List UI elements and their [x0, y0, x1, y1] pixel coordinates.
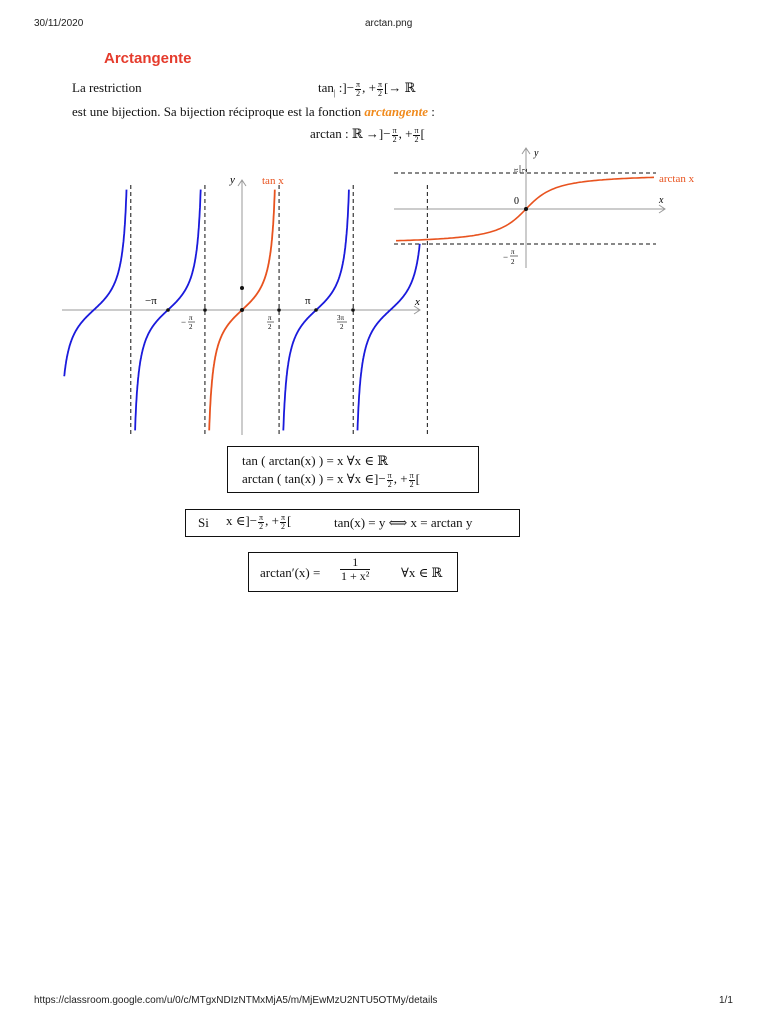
- print-url: https://classroom.google.com/u/0/c/MTgxN…: [34, 995, 438, 1006]
- tan-tick-minus-half-pi: [203, 308, 207, 312]
- svg-text:2: 2: [268, 323, 272, 331]
- arctan-label-half-pi: π 2: [512, 165, 529, 173]
- page-title: Arctangente: [104, 50, 192, 67]
- bijection-sentence: est une bijection. Sa bijection réciproq…: [72, 104, 435, 119]
- tan-origin-point: [240, 308, 244, 312]
- svg-text:−: −: [181, 317, 186, 327]
- tan-tick-label-minus-half-pi: − π 2: [181, 314, 195, 331]
- svg-text:π: π: [268, 314, 272, 322]
- tan-branch-4: [356, 243, 421, 431]
- arctan-label-minus-half-pi: − π 2: [503, 248, 518, 266]
- svg-text:π: π: [189, 314, 193, 322]
- arctan-origin-label: 0: [514, 196, 519, 207]
- svg-text:2: 2: [340, 323, 344, 331]
- tan-x-label: x: [414, 296, 420, 308]
- tan-tick-half-pi: [277, 308, 281, 312]
- tan-tick-three-half-pi: [351, 308, 355, 312]
- arctan-x-arrow: [658, 204, 666, 214]
- tan-tick-label-minus-pi: −π: [145, 295, 157, 307]
- tan-tick-label-three-half-pi: 3π 2: [337, 314, 347, 331]
- svg-text:2: 2: [189, 323, 193, 331]
- arctan-origin-point: [524, 207, 528, 211]
- print-filename: arctan.png: [365, 18, 413, 29]
- svg-text:3π: 3π: [337, 314, 345, 322]
- identity-tan-arctan: tan ( arctan(x) ) = x ∀x ∈ ℝ: [242, 453, 389, 468]
- tan-tick-pi: [314, 308, 318, 312]
- tan-point-y1: [240, 286, 244, 290]
- tan-y-label: y: [229, 174, 235, 186]
- tan-tick-minus-pi: [166, 308, 170, 312]
- derivative-rhs: ∀x ∈ ℝ: [401, 565, 443, 580]
- tan-tick-label-pi: π: [305, 295, 311, 307]
- svg-text:−: −: [503, 252, 508, 262]
- svg-text:π: π: [512, 168, 520, 172]
- print-date: 30/11/2020: [34, 18, 84, 29]
- identity-box: tan ( arctan(x) ) = x ∀x ∈ ℝ arctan ( ta…: [227, 446, 479, 493]
- arctangente-keyword: arctangente: [364, 104, 428, 119]
- svg-text:2: 2: [521, 168, 529, 172]
- restriction-label: La restriction: [72, 80, 142, 95]
- arctan-y-label: y: [533, 148, 539, 159]
- equivalence-si: Si: [198, 515, 209, 530]
- tan-y-arrow: [237, 179, 247, 187]
- svg-text:π: π: [511, 248, 515, 256]
- svg-text:2: 2: [511, 258, 515, 266]
- tan-tick-label-half-pi: π 2: [267, 314, 274, 331]
- print-page-number: 1/1: [719, 995, 733, 1006]
- derivative-lhs: arctan′(x) =: [260, 565, 321, 580]
- equivalence-statement: tan(x) = y ⟺ x = arctan y: [334, 515, 473, 530]
- tan-x-arrow: [413, 305, 421, 315]
- arctan-y-arrow: [521, 147, 531, 155]
- arctan-x-label: x: [658, 195, 664, 206]
- tan-curve-label: tan x: [262, 175, 284, 187]
- tan-branch-0: [63, 189, 128, 377]
- arctan-curve-label: arctan x: [659, 173, 695, 185]
